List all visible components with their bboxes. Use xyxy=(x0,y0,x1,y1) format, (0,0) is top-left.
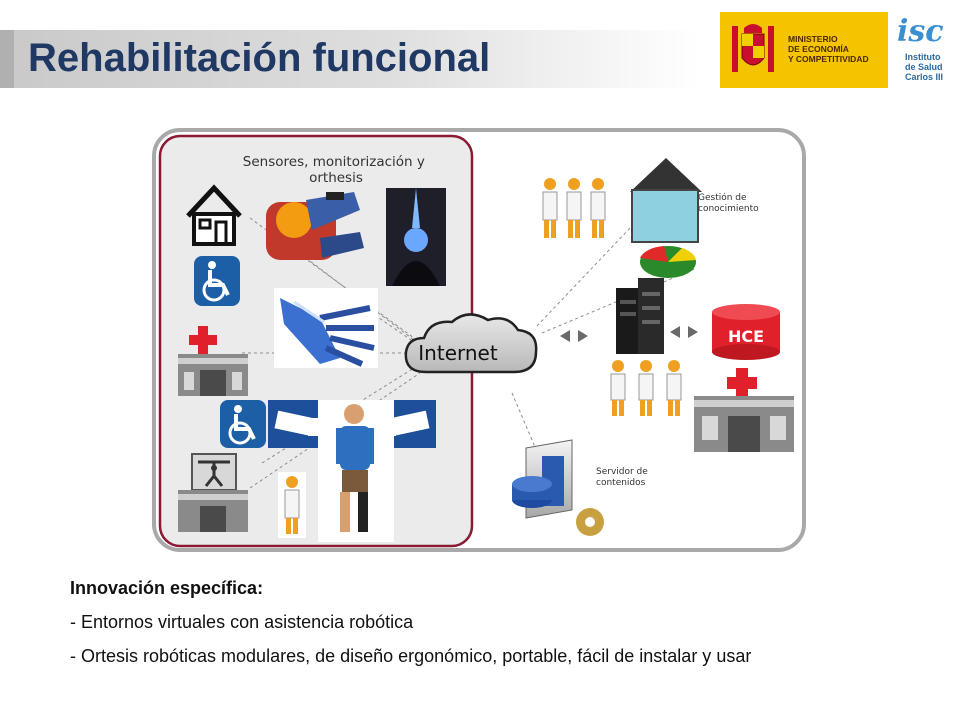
ministry-logo: MINISTERIO DE ECONOMÍA Y COMPETITIVIDAD xyxy=(720,12,888,88)
knowledge-label-line1: Gestión de xyxy=(698,192,747,203)
isc-mark: isc xyxy=(897,14,944,49)
wheelchair-icon-2 xyxy=(220,400,266,448)
glove-orthosis-icon xyxy=(274,288,378,368)
slide-title: Rehabilitación funcional xyxy=(28,36,491,80)
internet-cloud xyxy=(404,313,538,374)
doctors-group-icon xyxy=(536,172,610,242)
content-server-label-line2: contenidos xyxy=(596,478,646,488)
robotic-arm-icon xyxy=(266,192,364,260)
hospital-icon-2 xyxy=(694,368,794,452)
title-accent-bar xyxy=(0,30,14,88)
content-server-icon xyxy=(512,439,604,536)
sensors-panel-label: Sensores, monitorización y orthesis xyxy=(243,154,429,186)
body-heading: Innovación específica: xyxy=(70,578,264,598)
knowledge-label-line2: conocimiento xyxy=(698,204,759,214)
internet-label: Internet xyxy=(418,341,498,365)
ministry-name: MINISTERIO DE ECONOMÍA Y COMPETITIVIDAD xyxy=(788,34,869,64)
home-icon xyxy=(186,184,242,246)
sensors-label-line1: Sensores, monitorización y xyxy=(243,154,425,170)
knowledge-label: Gestión de conocimiento xyxy=(698,192,759,214)
server-rack-icon xyxy=(616,278,664,354)
knowledge-icon xyxy=(630,158,702,278)
bullet-2: - Ortesis robóticas modulares, de diseño… xyxy=(70,646,752,666)
coat-of-arms-icon xyxy=(732,24,774,72)
isc-logo: isc Instituto de Salud Carlos III xyxy=(893,12,955,92)
patient-figure-icon xyxy=(318,400,394,542)
body-text: Innovación específica: - Entornos virtua… xyxy=(70,578,890,677)
telerehab-diagram: Sensores, monitorización y orthesis xyxy=(152,128,806,552)
doctor-icon xyxy=(278,472,306,538)
doctors-group-icon-2 xyxy=(604,354,688,418)
gym-icon xyxy=(178,453,248,532)
hce-database-icon xyxy=(712,304,780,360)
bullet-1: - Entornos virtuales con asistencia robó… xyxy=(70,612,414,632)
sensors-label-line2: orthesis xyxy=(309,170,363,186)
transfer-arrows-2 xyxy=(670,326,698,338)
hospital-icon xyxy=(178,326,248,396)
isc-name: Instituto de Salud Carlos III xyxy=(905,52,944,82)
content-server-label-line1: Servidor de xyxy=(596,467,648,477)
content-server-label: Servidor de contenidos xyxy=(596,467,651,488)
brain-visual-icon xyxy=(386,188,446,286)
title-band xyxy=(0,30,700,88)
wheelchair-icon xyxy=(194,256,240,306)
transfer-arrows xyxy=(560,330,588,342)
hce-label: HCE xyxy=(728,327,764,346)
